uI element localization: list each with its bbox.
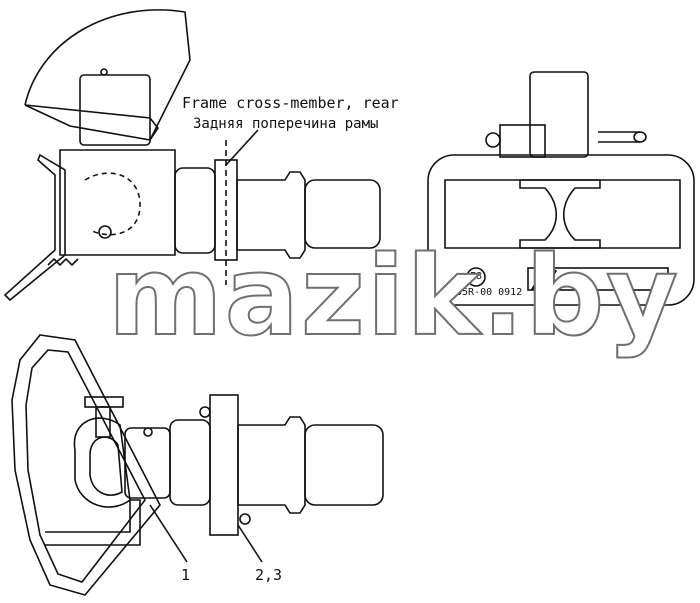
plan-shaft [237,416,306,514]
plan-plate [11,334,161,596]
housing-bolt [100,68,108,76]
front-pin [519,179,601,249]
shaft-section [236,171,306,259]
approval-number: 55R-00 0912 [456,287,523,298]
side-view [3,9,381,302]
spring [47,257,79,267]
front-lock-block [499,124,546,158]
approval-circle [466,267,486,287]
shaft-end [304,179,381,249]
front-mouth [444,179,681,249]
plan-body [124,427,171,499]
brand-badge [527,267,669,291]
plan-knob [84,396,124,408]
watermark: mazik.by [107,231,680,361]
jaw-body [59,149,176,256]
frame-caption-en: Frame cross-member, rear [182,94,399,112]
left-bracket [3,153,66,302]
front-plate [427,154,695,306]
plan-coupling [169,419,211,506]
front-knob [485,132,501,148]
front-housing [529,71,589,158]
jaw-pin [98,225,112,239]
plan-plate-inner [25,349,146,583]
front-tube [598,131,640,143]
plan-flange [209,394,239,536]
callout-1: 1 [181,566,191,584]
brand-stripes [530,269,558,291]
plan-knob-stem [95,406,111,438]
flange-bolt-top [199,406,211,418]
plan-bolt [143,427,153,437]
flange-bolt-bottom [239,513,251,525]
approval-mark: E8 [470,271,483,282]
leader-2-3 [237,524,263,563]
leader-1 [149,504,188,563]
jaw-inner [84,172,141,236]
frame-caption-ru: Задняя поперечина рамы [193,116,379,132]
housing-top [79,74,151,146]
callout-2-3: 2,3 [255,566,283,584]
plan-tube [45,499,141,546]
lever-handle [24,104,159,141]
plan-shaft-end [304,424,384,506]
plan-hook-inner [89,436,123,496]
plan-view [11,334,384,596]
front-tube-end [633,131,647,143]
lever-arc [24,9,191,141]
front-view [427,71,695,306]
caption-leader [225,129,259,166]
